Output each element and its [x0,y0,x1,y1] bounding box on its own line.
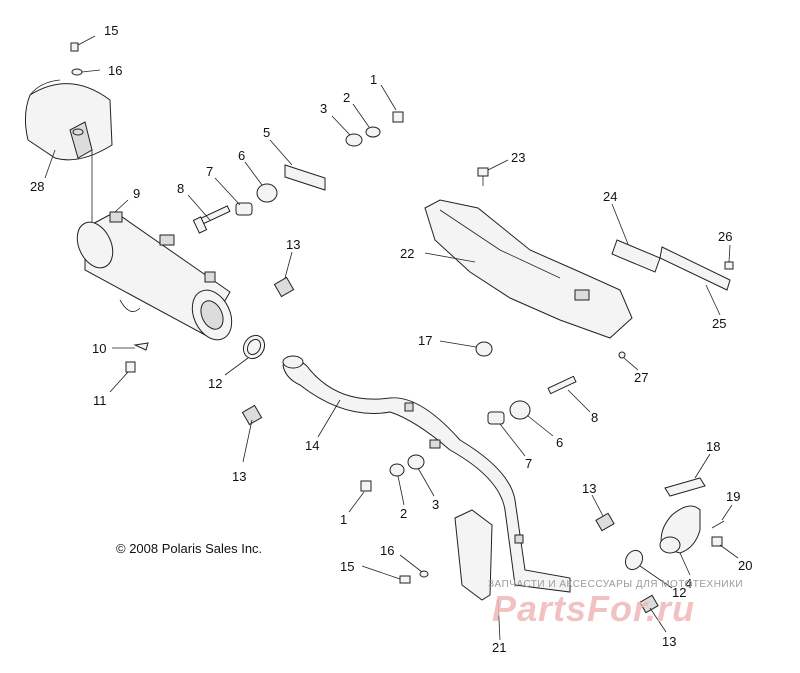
callout-23: 23 [511,150,525,165]
callout-24: 24 [603,189,617,204]
part-11-bolt [109,361,136,393]
part-5-bracket [269,139,326,191]
callout-15: 15 [340,559,354,574]
part-1-nut-lower [348,480,372,513]
part-13-spring-b [241,404,263,463]
callout-28: 28 [30,179,44,194]
callout-15: 15 [104,23,118,38]
watermark-logo: PartsFor.ru [492,588,696,629]
callout-3: 3 [432,497,439,512]
callout-6: 6 [238,148,245,163]
part-3-washer-top [331,115,363,147]
part-19-spring [711,504,733,529]
part-28-heat-shield-wrap [24,79,113,161]
callout-8: 8 [177,181,184,196]
part-8-bolt-lower [547,375,591,413]
part-15-screw-top [70,35,96,52]
part-16-washer-top [71,68,101,76]
part-2-washer-top [352,103,381,138]
part-27-washer [618,351,639,371]
callout-21: 21 [492,640,506,655]
callout-7: 7 [206,164,213,179]
callout-26: 26 [718,229,732,244]
callout-19: 19 [726,489,740,504]
part-6-grommet-top [244,161,278,203]
part-6-grommet-lower [509,400,554,437]
part-18-gasket [664,453,711,497]
part-16-washer-lower [399,554,429,578]
callout-4: 4 [685,576,692,591]
part-25-bracket [659,246,731,316]
part-22-upper-heat-shield [424,199,633,339]
callout-12: 12 [672,585,686,600]
part-7-spacer-lower [487,411,526,457]
callout-6: 6 [556,435,563,450]
callout-3: 3 [320,101,327,116]
part-26-bolt [724,244,734,270]
part-1-nut-top [380,84,404,123]
callout-5: 5 [263,125,270,140]
callout-10: 10 [92,341,106,356]
callout-17: 17 [418,333,432,348]
part-8-bolt-top [187,194,231,234]
callout-25: 25 [712,316,726,331]
callout-18: 18 [706,439,720,454]
callout-12: 12 [208,376,222,391]
callout-2: 2 [343,90,350,105]
part-21-lower-heat-shield [454,509,501,641]
part-15-screw-lower [361,565,411,584]
callout-7: 7 [525,456,532,471]
part-12-gasket-a [224,334,266,376]
callout-13: 13 [286,237,300,252]
part-13-spring-c [591,494,615,532]
part-10-clip [112,342,149,351]
part-17-plug [439,340,493,357]
part-12-gasket-b [624,549,673,589]
part-13-spring-d [639,594,667,633]
part-23-bolt [477,159,509,186]
callout-20: 20 [738,558,752,573]
callout-14: 14 [305,438,319,453]
callout-2: 2 [400,506,407,521]
part-24-plate [611,203,661,273]
callout-16: 16 [108,63,122,78]
callout-8: 8 [591,410,598,425]
copyright-notice: © 2008 Polaris Sales Inc. [116,541,263,556]
part-7-spacer-top [214,177,253,216]
callout-27: 27 [634,370,648,385]
part-4-elbow [659,505,701,576]
callout-16: 16 [380,543,394,558]
callout-11: 11 [93,393,107,408]
part-20-clip [711,536,739,559]
part-13-spring-a [273,251,295,298]
callout-22: 22 [400,246,414,261]
callout-1: 1 [340,512,347,527]
callout-13: 13 [662,634,676,649]
part-9-muffler [76,199,233,341]
callout-1: 1 [370,72,377,87]
part-2-washer-lower [389,463,405,506]
watermark-caption: ЗАПЧАСТИ И АКСЕССУАРЫ ДЛЯ МОТОТЕХНИКИ [488,579,744,590]
callout-9: 9 [133,186,140,201]
callout-13: 13 [232,469,246,484]
part-3-washer-lower [407,454,435,497]
callout-13: 13 [582,481,596,496]
part-14-head-pipe [282,355,571,593]
callout-labels: 15 16 1 2 3 5 6 7 8 9 13 23 24 26 22 25 … [30,23,752,655]
